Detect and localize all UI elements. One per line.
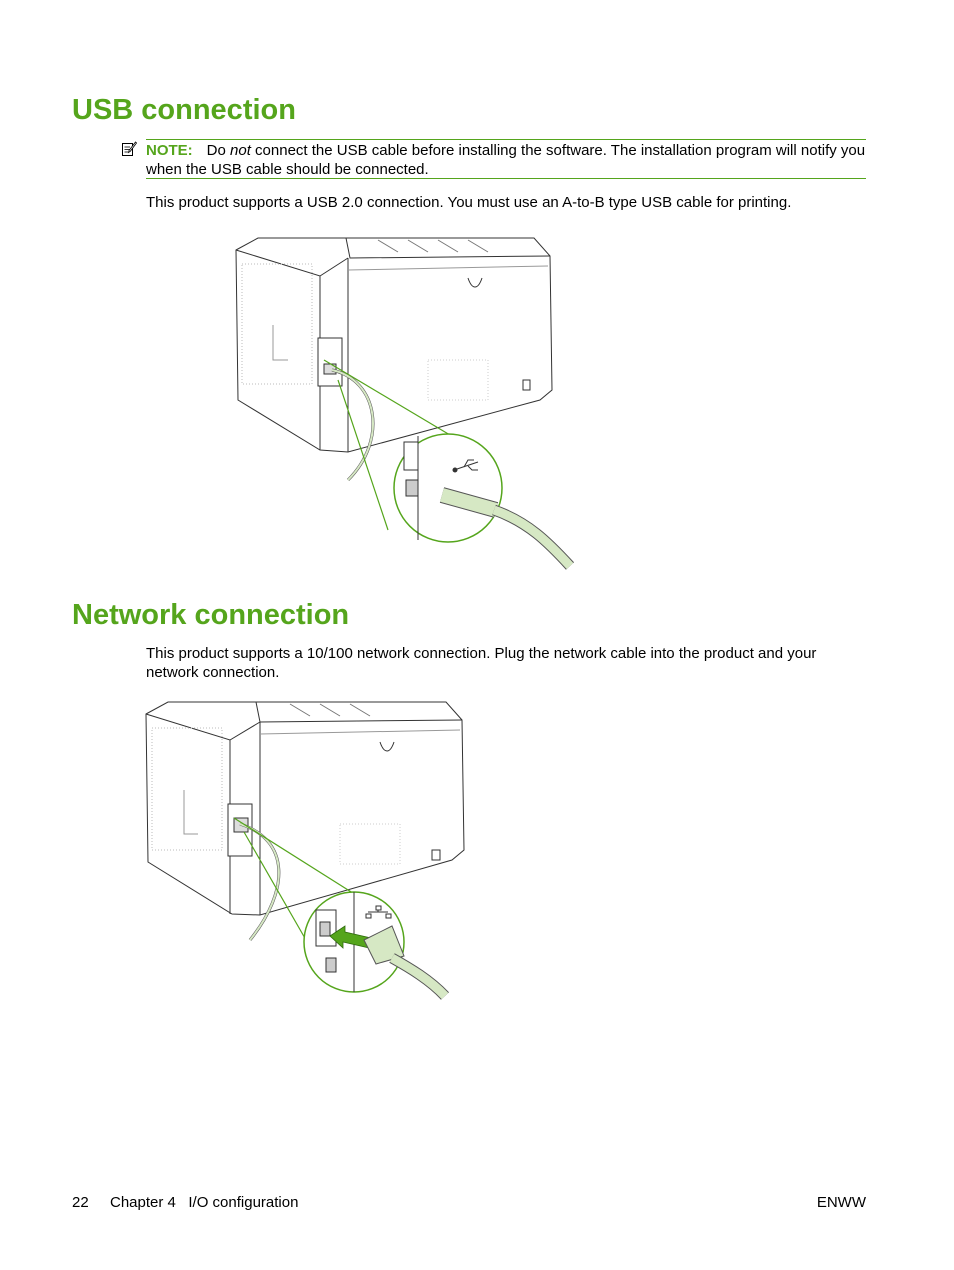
footer-locale: ENWW: [816, 1194, 866, 1211]
footer-chapter: Chapter 4 I/O configuration: [110, 1194, 299, 1211]
note-text-pre: Do: [206, 142, 231, 159]
note-text-post: connect the USB cable before installing …: [146, 142, 866, 178]
usb-section-title: USB connection: [72, 94, 296, 126]
footer-page-number: 22: [72, 1194, 89, 1211]
usb-icon: [452, 459, 479, 473]
note-top-rule: [146, 139, 866, 140]
network-section-title: Network connection: [72, 599, 350, 631]
usb-description: This product supports a USB 2.0 connecti…: [146, 194, 792, 211]
network-icon: [365, 905, 392, 919]
note-emphasis: not: [230, 142, 251, 159]
note-icon: [122, 141, 137, 156]
usb-printer-illustration: [235, 237, 575, 570]
note-text: NOTE: Do not connect the USB cable before…: [146, 141, 868, 179]
note-label: NOTE:: [146, 142, 193, 159]
network-description: This product supports a 10/100 network c…: [146, 645, 817, 681]
note-bottom-rule: [146, 178, 866, 179]
network-printer-illustration: [145, 701, 465, 1000]
